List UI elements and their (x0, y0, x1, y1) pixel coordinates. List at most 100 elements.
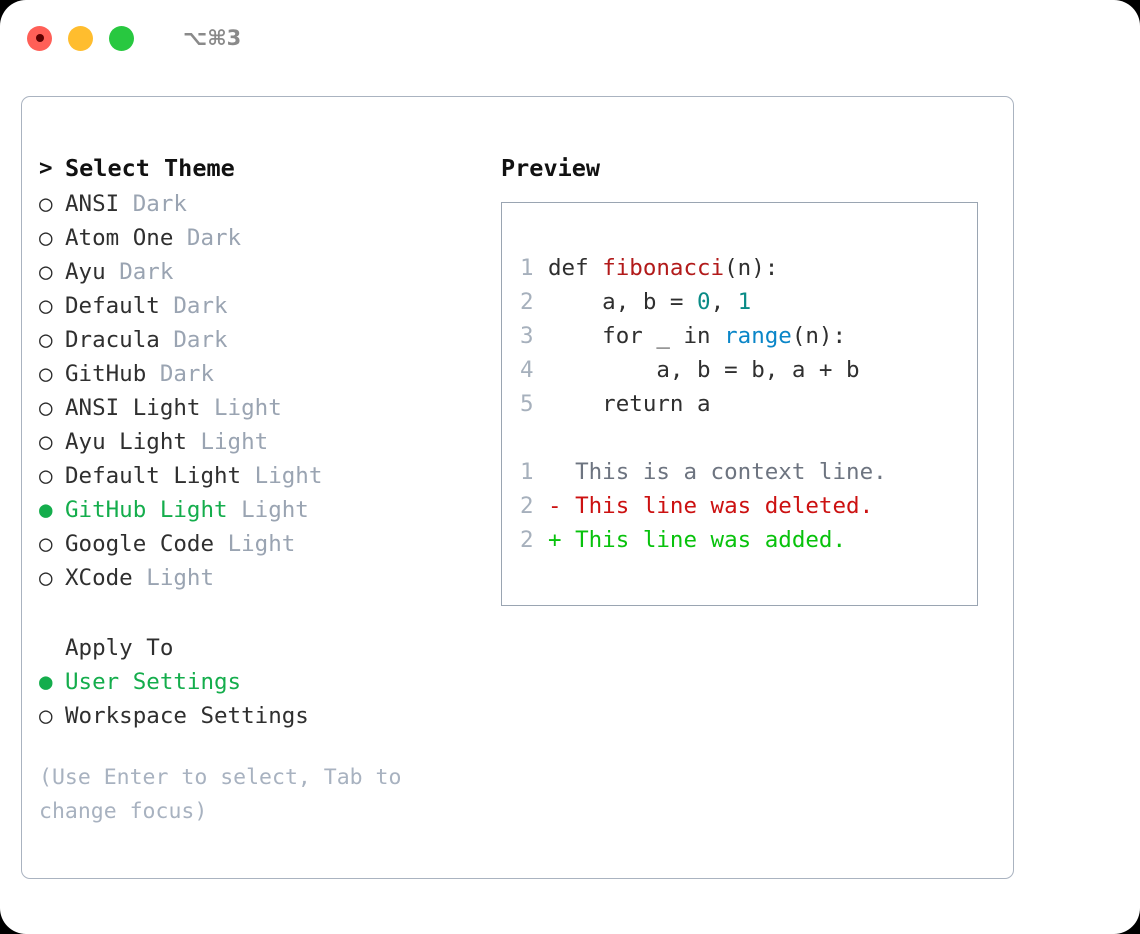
line-number: 2 (520, 289, 534, 315)
code-token-number: 1 (737, 289, 752, 315)
theme-item-label: Atom One (65, 225, 174, 251)
diff-line-context: 1 This is a context line. (520, 455, 977, 489)
theme-item-variant: Light (214, 395, 282, 421)
code-token: for _ in (548, 323, 725, 349)
theme-item-variant: Dark (119, 259, 174, 285)
section-divider (39, 595, 479, 631)
title-bar: ⌥⌘3 (0, 0, 1140, 76)
theme-item-variant: Dark (173, 327, 228, 353)
theme-item-label: XCode (65, 565, 133, 591)
apply-to-title: Apply To (65, 635, 174, 661)
code-line: 3 for _ in range(n): (520, 319, 977, 353)
diff-line-deleted: 2- This line was deleted. (520, 489, 977, 523)
code-line: 2 a, b = 0, 1 (520, 285, 977, 319)
theme-item-ansi[interactable]: ○ ANSI Dark (39, 187, 479, 221)
code-token: (n): (791, 323, 847, 349)
radio-selected-icon: ● (39, 497, 53, 523)
theme-item-variant: Light (227, 531, 296, 557)
select-theme-header: > Select Theme (39, 151, 479, 185)
theme-item-label: GitHub (65, 361, 147, 387)
line-number: 2 (520, 493, 534, 519)
theme-item-variant: Light (146, 565, 215, 591)
theme-item-variant: Dark (132, 191, 187, 217)
radio-unselected-icon: ○ (39, 293, 53, 319)
radio-unselected-icon: ○ (39, 191, 53, 217)
keyboard-hint-text: (Use Enter to select, Tab to change focu… (39, 765, 415, 824)
radio-unselected-icon: ○ (39, 463, 53, 489)
spacer-icon: ○ (39, 631, 65, 665)
theme-item-ansi-light[interactable]: ○ ANSI Light Light (39, 391, 479, 425)
apply-to-option-workspace-settings[interactable]: ○Workspace Settings (39, 699, 479, 733)
theme-item-github[interactable]: ○ GitHub Dark (39, 357, 479, 391)
content-panel: >Select Theme ○ANSI Dark ○Atom One Dark … (21, 96, 1014, 879)
theme-item-google-code[interactable]: ○ Google Code Light (39, 527, 479, 561)
theme-item-variant: Light (254, 463, 323, 489)
theme-item-label: Ayu Light (65, 429, 187, 455)
diff-marker (548, 455, 575, 489)
theme-item-label: Google Code (65, 531, 215, 557)
theme-item-label: ANSI Light (65, 395, 201, 421)
theme-item-label: Default Light (65, 463, 242, 489)
theme-item-label: Dracula (65, 327, 160, 353)
code-token: return a (548, 391, 711, 417)
radio-selected-icon: ● (39, 669, 53, 695)
theme-item-variant: Light (241, 497, 309, 523)
line-number: 5 (520, 391, 534, 417)
theme-picker: >Select Theme ○ANSI Dark ○Atom One Dark … (39, 151, 479, 733)
theme-item-default-light[interactable]: ○ Default Light Light (39, 459, 479, 493)
code-token: , (710, 289, 738, 315)
theme-item-default[interactable]: ○ Default Dark (39, 289, 479, 323)
maximize-button[interactable] (109, 25, 134, 51)
line-number: 3 (520, 323, 534, 349)
radio-unselected-icon: ○ (39, 703, 53, 729)
radio-unselected-icon: ○ (39, 565, 53, 591)
theme-item-dracula[interactable]: ○Dracula Dark (39, 323, 479, 357)
line-number: 2 (520, 527, 534, 553)
code-token: def (548, 255, 603, 281)
theme-item-label: Default (65, 293, 160, 319)
theme-item-ayu[interactable]: ○ Ayu Dark (39, 255, 479, 289)
code-token: (n): (724, 255, 779, 281)
close-button[interactable] (27, 25, 52, 51)
select-theme-title: Select Theme (65, 154, 235, 182)
theme-item-variant: Dark (173, 293, 228, 319)
theme-item-ayu-light[interactable]: ○ Ayu Light Light (39, 425, 479, 459)
diff-text: This is a context line. (575, 459, 887, 485)
radio-unselected-icon: ○ (39, 531, 53, 557)
radio-unselected-icon: ○ (39, 259, 53, 285)
code-token: a, b = b, a + b (548, 357, 860, 383)
diff-marker: - (548, 493, 562, 519)
code-line: 4 a, b = b, a + b (520, 353, 977, 387)
diff-line-added: 2+ This line was added. (520, 523, 977, 557)
cursor-prefix-icon: > (39, 155, 53, 181)
radio-unselected-icon: ○ (39, 395, 53, 421)
apply-to-header: ○Apply To (39, 631, 479, 665)
diff-marker: + (548, 527, 562, 553)
code-token: a, b = (548, 289, 698, 315)
theme-item-github-light[interactable]: ●GitHub Light Light (39, 493, 479, 527)
close-icon (35, 34, 44, 42)
line-number: 1 (520, 459, 534, 485)
diff-text: This line was deleted. (575, 493, 874, 519)
radio-unselected-icon: ○ (39, 361, 53, 387)
theme-item-atom-one[interactable]: ○ Atom One Dark (39, 221, 479, 255)
radio-unselected-icon: ○ (39, 429, 53, 455)
apply-to-option-label: User Settings (65, 669, 242, 695)
theme-item-label: ANSI (65, 191, 120, 217)
theme-item-variant: Dark (186, 225, 242, 251)
keyboard-shortcut-label: ⌥⌘3 (183, 26, 242, 50)
minimize-button[interactable] (68, 25, 93, 51)
line-number: 4 (520, 357, 534, 383)
theme-item-variant: Light (200, 429, 269, 455)
theme-item-xcode[interactable]: ○ XCode Light (39, 561, 479, 595)
theme-item-variant: Dark (159, 361, 215, 387)
radio-unselected-icon: ○ (39, 225, 53, 251)
theme-item-label: Ayu (65, 259, 106, 285)
code-token-call: range (724, 323, 792, 349)
apply-to-option-user-settings[interactable]: ● User Settings (39, 665, 479, 699)
preview-title: Preview (501, 154, 601, 182)
